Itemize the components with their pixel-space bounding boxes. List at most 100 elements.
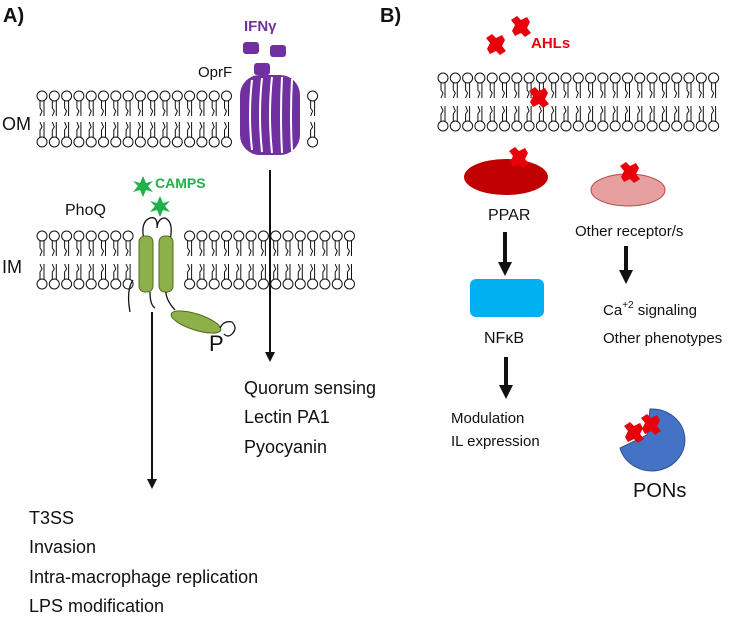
lipid-head — [85, 136, 97, 148]
lipid-tail — [538, 105, 544, 121]
ahl-molecule-icon — [620, 162, 640, 183]
lipid-tail — [334, 241, 340, 257]
lipid-head — [98, 90, 109, 102]
lipid-tail — [661, 105, 667, 121]
lipid-head — [331, 278, 343, 290]
lipid-head — [344, 230, 355, 242]
lipid-tail — [199, 121, 205, 137]
lipid-head — [122, 136, 134, 148]
lipid-tail — [113, 263, 119, 279]
lipid-tail — [39, 241, 45, 257]
lipid-tail — [125, 101, 131, 117]
lipid-head — [634, 72, 646, 84]
lipid-tail — [162, 121, 168, 137]
lipid-tail — [101, 101, 106, 117]
lipid-head — [572, 72, 584, 84]
lipid-head — [535, 120, 547, 132]
ifn-gamma-molecule — [243, 42, 286, 75]
lipid-head — [110, 90, 122, 102]
phoq-protein — [127, 217, 236, 337]
lipid-tail — [310, 121, 316, 137]
lipid-tail — [625, 83, 630, 99]
lipid-head — [585, 72, 597, 84]
lipid-head — [511, 120, 523, 132]
lipid-tail — [76, 241, 82, 257]
lipid-tail — [440, 83, 446, 99]
lipid-head — [683, 120, 695, 132]
lipid-tail — [575, 83, 581, 99]
lipid-tail — [64, 101, 70, 117]
lipid-tail — [51, 121, 57, 137]
lipid-tail — [51, 263, 57, 279]
lipid-head — [609, 120, 621, 132]
lipid-tail — [101, 263, 106, 279]
lipid-tail — [649, 105, 655, 121]
lipid-tail — [452, 105, 458, 121]
lipid-tail — [588, 83, 594, 99]
lipid-tail — [310, 101, 316, 117]
oprf-outcome: Lectin PA1 — [244, 407, 330, 427]
lipid-tail — [150, 101, 156, 117]
ifn-label: IFNγ — [244, 18, 277, 35]
oprf-outcome: Quorum sensing — [244, 378, 376, 398]
lipid-head — [270, 278, 282, 290]
lipid-head — [270, 230, 282, 242]
lipid-tail — [39, 101, 45, 117]
lipid-head — [98, 278, 109, 290]
lipid-tail — [211, 263, 217, 279]
lipid-tail — [236, 263, 242, 279]
lipid-tail — [174, 121, 180, 137]
lipid-head — [499, 72, 510, 84]
ca-signaling-label: Ca+2 signaling — [603, 300, 697, 319]
lipid-tail — [224, 263, 229, 279]
lipid-head — [208, 230, 220, 242]
lipid-head — [499, 120, 510, 132]
ahl-molecule-icon — [624, 414, 661, 443]
oprf-label: OprF — [198, 64, 232, 81]
lipid-head — [437, 72, 449, 84]
lipid-tail — [711, 105, 717, 121]
lipid-tail — [698, 105, 704, 121]
lipid-tail — [88, 121, 94, 137]
lipid-head — [221, 90, 232, 102]
lipid-head — [134, 136, 146, 148]
lipid-head — [36, 136, 48, 148]
lipid-tail — [322, 241, 328, 257]
lipid-tail — [502, 105, 507, 121]
lipid-tail — [76, 101, 82, 117]
lipid-head — [671, 72, 683, 84]
lipid-tail — [88, 263, 94, 279]
lipid-head — [671, 120, 683, 132]
lipid-head — [221, 230, 232, 242]
lipid-tail — [199, 241, 205, 257]
lipid-head — [683, 72, 695, 84]
phoq-outcome: LPS modification — [29, 596, 164, 616]
lipid-head — [344, 278, 355, 290]
lipid-head — [511, 72, 523, 84]
lipid-tail — [347, 263, 352, 279]
lipid-head — [294, 230, 306, 242]
lipid-head — [184, 278, 196, 290]
om-label: OM — [2, 114, 31, 134]
lipid-tail — [64, 241, 70, 257]
lipid-tail — [162, 101, 168, 117]
lipid-tail — [440, 105, 446, 121]
phoq-outcome: T3SS — [29, 508, 74, 528]
lipid-tail — [465, 83, 471, 99]
lipid-tail — [224, 101, 229, 117]
lipid-tail — [51, 101, 57, 117]
lipid-tail — [502, 83, 507, 99]
lipid-tail — [526, 105, 532, 121]
lipid-tail — [686, 105, 692, 121]
lipid-head — [61, 90, 73, 102]
lipid-head — [122, 278, 134, 290]
modulation-label: Modulation — [451, 410, 524, 427]
lipid-head — [708, 72, 720, 84]
lipid-head — [462, 72, 474, 84]
lipid-tail — [575, 105, 581, 121]
lipid-head — [462, 120, 474, 132]
phoq-outcome: Intra-macrophage replication — [29, 567, 258, 587]
lipid-tail — [187, 121, 193, 137]
nfkb-box — [470, 279, 544, 317]
lipid-tail — [211, 241, 217, 257]
